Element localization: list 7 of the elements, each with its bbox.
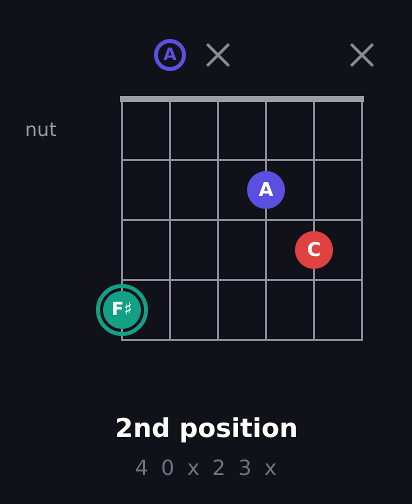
note-dot: C bbox=[295, 231, 333, 269]
title: 2nd position bbox=[115, 416, 298, 442]
open-string-marker: A bbox=[154, 39, 186, 71]
nut-label: nut bbox=[25, 121, 57, 140]
root-note-marker: F♯ bbox=[96, 284, 148, 336]
fingering-caption: 4 0 x 2 3 x bbox=[135, 458, 280, 479]
note-dot: A bbox=[247, 171, 285, 209]
